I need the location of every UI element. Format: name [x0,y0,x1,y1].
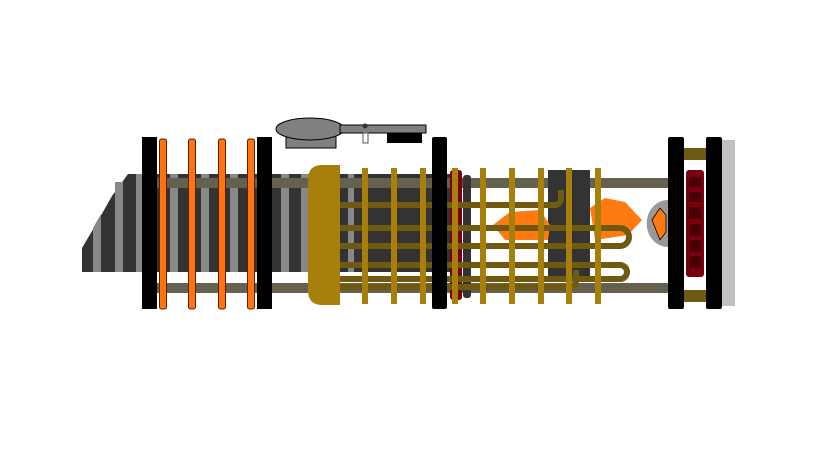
connector-bottom [684,290,708,302]
emitter-shroud [722,140,735,306]
red-cell-segments [689,177,701,268]
gold-cap [308,165,340,305]
emitter-lens [646,200,668,247]
activation-switch [275,117,427,149]
coils [340,190,632,290]
gold-bars [362,168,601,304]
grip-stripes [93,174,354,272]
orange-bands [159,138,255,310]
rings [142,137,722,309]
connector-top [684,148,708,160]
